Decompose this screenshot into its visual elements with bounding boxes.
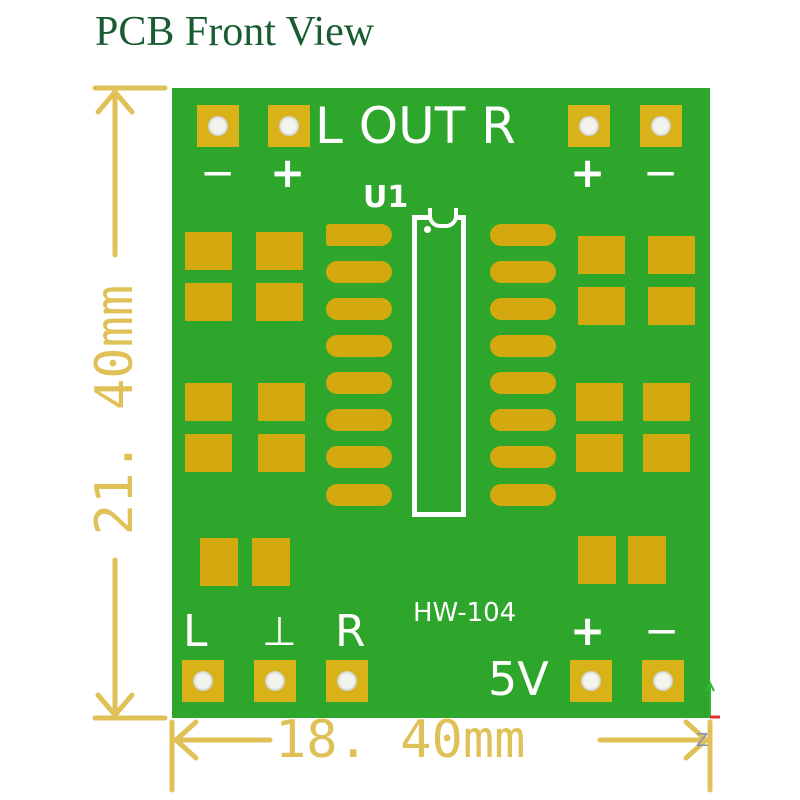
ic-pad-11 bbox=[490, 409, 556, 431]
ic-pad-4 bbox=[326, 335, 392, 357]
ic-pad-3 bbox=[326, 298, 392, 320]
smd-pad bbox=[252, 538, 290, 586]
ic-pad-10 bbox=[490, 446, 556, 468]
input-left-label: L bbox=[183, 606, 208, 657]
ic-pad-1 bbox=[326, 224, 392, 246]
smd-pad bbox=[578, 287, 625, 325]
smd-pad bbox=[643, 434, 690, 472]
pad-input-left bbox=[182, 660, 224, 702]
input-right-label: R bbox=[335, 606, 366, 657]
smd-pad bbox=[576, 383, 623, 421]
page-title: PCB Front View bbox=[95, 9, 375, 55]
smd-pad bbox=[256, 232, 303, 270]
pad-r-out-plus bbox=[568, 105, 610, 147]
smd-pad bbox=[578, 236, 625, 274]
smd-pad bbox=[258, 383, 305, 421]
ic-pad-15 bbox=[490, 261, 556, 283]
smd-pad bbox=[578, 536, 616, 584]
axis-indicator-icon bbox=[705, 680, 720, 719]
pad-l-out-minus bbox=[197, 105, 239, 147]
smd-pad bbox=[258, 434, 305, 472]
ic-pad-8 bbox=[326, 484, 392, 506]
ic-pad-5 bbox=[326, 372, 392, 394]
z-axis-label: Z bbox=[696, 730, 709, 751]
smd-pad bbox=[576, 434, 623, 472]
pad-input-right bbox=[326, 660, 368, 702]
pad-input-ground bbox=[254, 660, 296, 702]
ic-pad-6 bbox=[326, 409, 392, 431]
chip-reference-label: U1 bbox=[363, 180, 409, 215]
smd-pad bbox=[185, 232, 232, 270]
pad-power-minus bbox=[642, 660, 684, 702]
ic-pad-9 bbox=[490, 484, 556, 506]
smd-pad bbox=[185, 283, 232, 321]
r-minus-label: − bbox=[643, 148, 679, 197]
smd-pad bbox=[185, 434, 232, 472]
input-ground-label: ⊥ bbox=[262, 609, 297, 655]
smd-pad bbox=[628, 536, 666, 584]
ic-pad-13 bbox=[490, 335, 556, 357]
ic-outline bbox=[412, 215, 466, 517]
height-dimension-label: 21. 40mm bbox=[85, 284, 145, 536]
pin1-marker bbox=[424, 226, 431, 233]
smd-pad bbox=[185, 383, 232, 421]
ic-pad-12 bbox=[490, 372, 556, 394]
r-plus-label: + bbox=[570, 148, 606, 197]
pad-r-out-minus bbox=[640, 105, 682, 147]
pad-l-out-plus bbox=[268, 105, 310, 147]
width-dimension-label: 18. 40mm bbox=[275, 710, 526, 770]
ic-notch bbox=[428, 208, 458, 228]
smd-pad bbox=[200, 538, 238, 586]
model-label: HW-104 bbox=[413, 598, 517, 628]
pad-power-plus bbox=[570, 660, 612, 702]
power-minus-label: − bbox=[644, 606, 680, 655]
l-minus-label: − bbox=[200, 148, 236, 197]
ic-pad-14 bbox=[490, 298, 556, 320]
smd-pad bbox=[643, 383, 690, 421]
ic-pad-16 bbox=[490, 224, 556, 246]
power-voltage-label: 5V bbox=[488, 652, 549, 706]
output-label: L OUT R bbox=[315, 97, 516, 155]
smd-pad bbox=[648, 236, 695, 274]
power-plus-label: + bbox=[570, 606, 606, 655]
ic-pad-2 bbox=[326, 261, 392, 283]
smd-pad bbox=[256, 283, 303, 321]
ic-pad-7 bbox=[326, 446, 392, 468]
smd-pad bbox=[648, 287, 695, 325]
l-plus-label: + bbox=[270, 148, 306, 197]
